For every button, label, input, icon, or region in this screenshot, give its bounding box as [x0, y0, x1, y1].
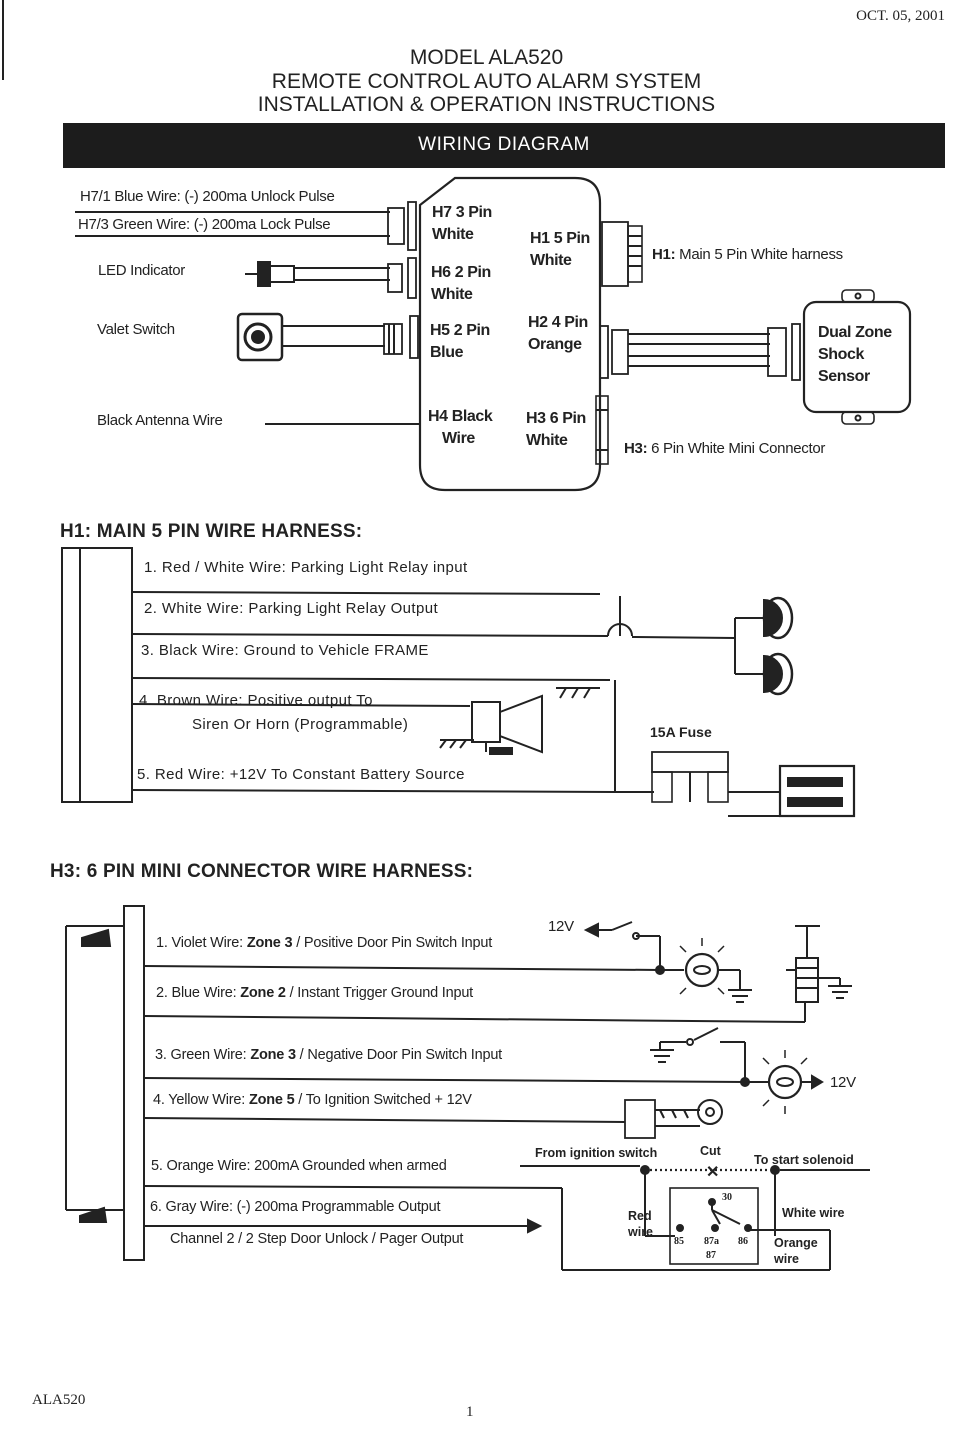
h7-3-green-wire-label: H7/3 Green Wire: (-) 200ma Lock Pulse [78, 216, 331, 233]
v12-top-label: 12V [548, 918, 574, 935]
h3-wire-4-post: / To Ignition Switched + 12V [294, 1092, 472, 1108]
h3-wire-3-zone: Zone 3 [250, 1047, 296, 1063]
cut-label: Cut [700, 1144, 721, 1158]
h1-wire-5: 5. Red Wire: +12V To Constant Battery So… [137, 766, 465, 783]
h3-wire-1: 1. Violet Wire: Zone 3 / Positive Door P… [156, 935, 492, 951]
h3-caption-text: 6 Pin White Mini Connector [647, 440, 826, 457]
h3-wire-4-pre: 4. Yellow Wire: [153, 1092, 249, 1108]
h3-wire-3-post: / Negative Door Pin Switch Input [295, 1047, 503, 1063]
module-h3-color: White [526, 432, 568, 449]
v12-right-label: 12V [830, 1074, 856, 1091]
from-ignition-label: From ignition switch [535, 1146, 658, 1160]
title-model: MODEL ALA520 [409, 46, 564, 69]
h1-wire-3: 3. Black Wire: Ground to Vehicle FRAME [141, 642, 429, 659]
orange-wire-label-1: Orange [774, 1236, 818, 1250]
module-h1-label: H1 5 Pin [530, 230, 590, 247]
h3-caption-bold: H3: [624, 440, 648, 457]
module-h7-label: H7 3 Pin [432, 204, 492, 221]
relay-pin-86: 86 [738, 1236, 748, 1247]
page-number: 1 [466, 1404, 474, 1420]
h3-wire-6-sub: Channel 2 / 2 Step Door Unlock / Pager O… [170, 1231, 464, 1247]
h1-caption-text: Main 5 Pin White harness [675, 246, 843, 263]
orange-wire-label-2: wire [774, 1252, 800, 1266]
module-h5-color: Blue [430, 344, 464, 361]
module-h6-label: H6 2 Pin [431, 264, 491, 281]
h3-wire-2: 2. Blue Wire: Zone 2 / Instant Trigger G… [156, 985, 473, 1001]
title-instructions: INSTALLATION & OPERATION INSTRUCTIONS [257, 93, 716, 116]
h3-wire-4-zone: Zone 5 [248, 1092, 295, 1108]
led-indicator-label: LED Indicator [98, 262, 185, 279]
h3-wire-1-pre: 1. Violet Wire: [156, 935, 247, 951]
h3-wire-2-pre: 2. Blue Wire: [156, 985, 241, 1001]
sensor-label-1: Dual Zone [818, 324, 892, 341]
h1-wire-1: 1. Red / White Wire: Parking Light Relay… [144, 559, 468, 576]
h3-connector-caption: H3: 6 Pin White Mini Connector [624, 440, 825, 457]
white-wire-label: White wire [782, 1206, 845, 1220]
h1-caption-bold: H1: [652, 246, 676, 263]
wiring-diagram-banner [63, 123, 945, 168]
module-h1-color: White [530, 252, 572, 269]
fuse-label: 15A Fuse [650, 724, 712, 740]
module-h5-label: H5 2 Pin [430, 322, 490, 339]
h1-harness-heading: H1: MAIN 5 PIN WIRE HARNESS: [60, 521, 363, 542]
h1-wire-4: 4. Brown Wire: Positive output To [139, 692, 373, 709]
relay-pin-87a: 87a [704, 1236, 719, 1247]
module-h2-color: Orange [528, 336, 582, 353]
document-date: OCT. 05, 2001 [856, 8, 945, 24]
h3-wire-3: 3. Green Wire: Zone 3 / Negative Door Pi… [155, 1047, 502, 1063]
h3-wire-6: 6. Gray Wire: (-) 200ma Programmable Out… [150, 1199, 441, 1215]
h7-1-blue-wire-label: H7/1 Blue Wire: (-) 200ma Unlock Pulse [80, 188, 335, 205]
h3-wire-5: 5. Orange Wire: 200mA Grounded when arme… [151, 1158, 447, 1174]
module-h7-color: White [432, 226, 474, 243]
h3-wire-4: 4. Yellow Wire: Zone 5 / To Ignition Swi… [153, 1092, 472, 1108]
title-system: REMOTE CONTROL AUTO ALARM SYSTEM [271, 70, 702, 93]
h1-wire-2: 2. White Wire: Parking Light Relay Outpu… [144, 600, 439, 617]
relay-pin-87: 87 [706, 1250, 716, 1261]
h1-wire-4-sub: Siren Or Horn (Programmable) [192, 716, 409, 733]
module-h2-label: H2 4 Pin [528, 314, 588, 331]
h3-wire-2-zone: Zone 2 [240, 985, 286, 1001]
sensor-label-3: Sensor [818, 368, 870, 385]
h3-wire-3-pre: 3. Green Wire: [155, 1047, 251, 1063]
svg-text:✕: ✕ [706, 1164, 719, 1181]
red-wire-label-2: wire [628, 1225, 654, 1239]
h3-wire-1-zone: Zone 3 [246, 935, 293, 951]
footer-model: ALA520 [32, 1392, 86, 1408]
h3-wire-2-post: / Instant Trigger Ground Input [285, 985, 474, 1001]
h3-harness-heading: H3: 6 PIN MINI CONNECTOR WIRE HARNESS: [50, 861, 474, 882]
red-wire-label-1: Red [628, 1209, 652, 1223]
module-h4-label: H4 Black [428, 408, 493, 425]
h1-harness-caption: H1: Main 5 Pin White harness [652, 246, 843, 263]
valet-switch-label: Valet Switch [97, 321, 175, 338]
wiring-diagram-banner-text: WIRING DIAGRAM [418, 134, 590, 155]
h3-wire-1-post: / Positive Door Pin Switch Input [292, 935, 493, 951]
module-h6-color: White [431, 286, 473, 303]
relay-pin-30: 30 [722, 1192, 732, 1203]
sensor-label-2: Shock [818, 346, 865, 363]
module-h3-label: H3 6 Pin [526, 410, 586, 427]
antenna-wire-label: Black Antenna Wire [97, 412, 223, 429]
module-h4-wire: Wire [442, 430, 475, 447]
to-start-solenoid-label: To start solenoid [754, 1153, 854, 1167]
relay-pin-85: 85 [674, 1236, 684, 1247]
